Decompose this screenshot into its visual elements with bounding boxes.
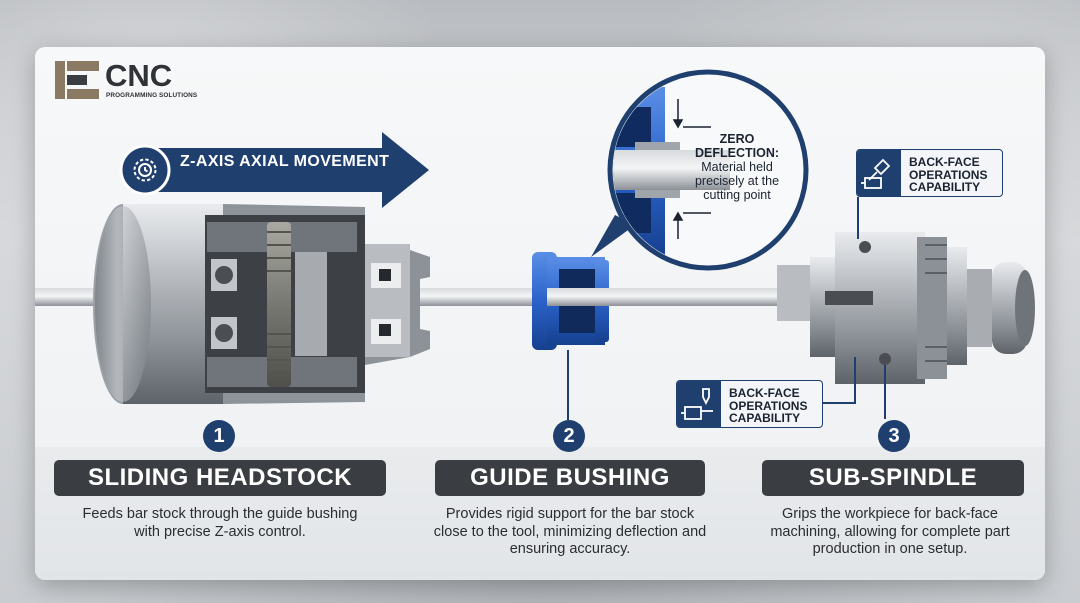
component-number-2: 2 [553,420,585,452]
machine-illustration [35,69,1035,420]
component-description-2: Provides rigid support for the bar stock… [433,506,707,557]
zoom-detail-text: ZERO DEFLECTION: Material held precisely… [683,132,791,202]
component-title-3: SUB-SPINDLE [762,460,1024,496]
machining-tool-icon [861,158,891,189]
callout-label-top: BACK-FACE OPERATIONS CAPABILITY [909,155,988,194]
tool-icon-box-bottom [677,381,721,427]
logo-tagline: PROGRAMMING SOLUTIONS [106,92,198,99]
sliding-headstock-drawing [93,204,430,404]
component-description-3: Grips the workpiece for back-face machin… [770,506,1010,557]
gear-icon [133,158,157,182]
logo-name: CNC [105,58,173,93]
component-description-1: Feeds bar stock through the guide bushin… [82,506,358,540]
callout-back-face-bottom: BACK-FACE OPERATIONS CAPABILITY [676,380,823,428]
sub-spindle-drawing [777,232,1035,384]
tool-icon-box [857,150,901,196]
zoom-detail-body: Material held precisely at the cutting p… [694,160,780,202]
component-title-1: SLIDING HEADSTOCK [54,460,386,496]
logo-mark-icon [55,61,99,99]
machining-tool-icon-bottom [681,388,713,420]
component-number-3: 3 [878,420,910,452]
zoom-detail-heading: ZERO DEFLECTION: [694,132,780,160]
infographic-card: CNC PROGRAMMING SOLUTIONS Z-AXIS AXIAL M… [35,47,1045,580]
guide-bushing-drawing [532,252,609,350]
component-title-2: GUIDE BUSHING [435,460,705,496]
component-number-1: 1 [203,420,235,452]
z-axis-label: Z-AXIS AXIAL MOVEMENT [180,153,390,170]
callout-back-face-top: BACK-FACE OPERATIONS CAPABILITY [856,149,1003,197]
callout-label-bottom: BACK-FACE OPERATIONS CAPABILITY [729,386,808,425]
